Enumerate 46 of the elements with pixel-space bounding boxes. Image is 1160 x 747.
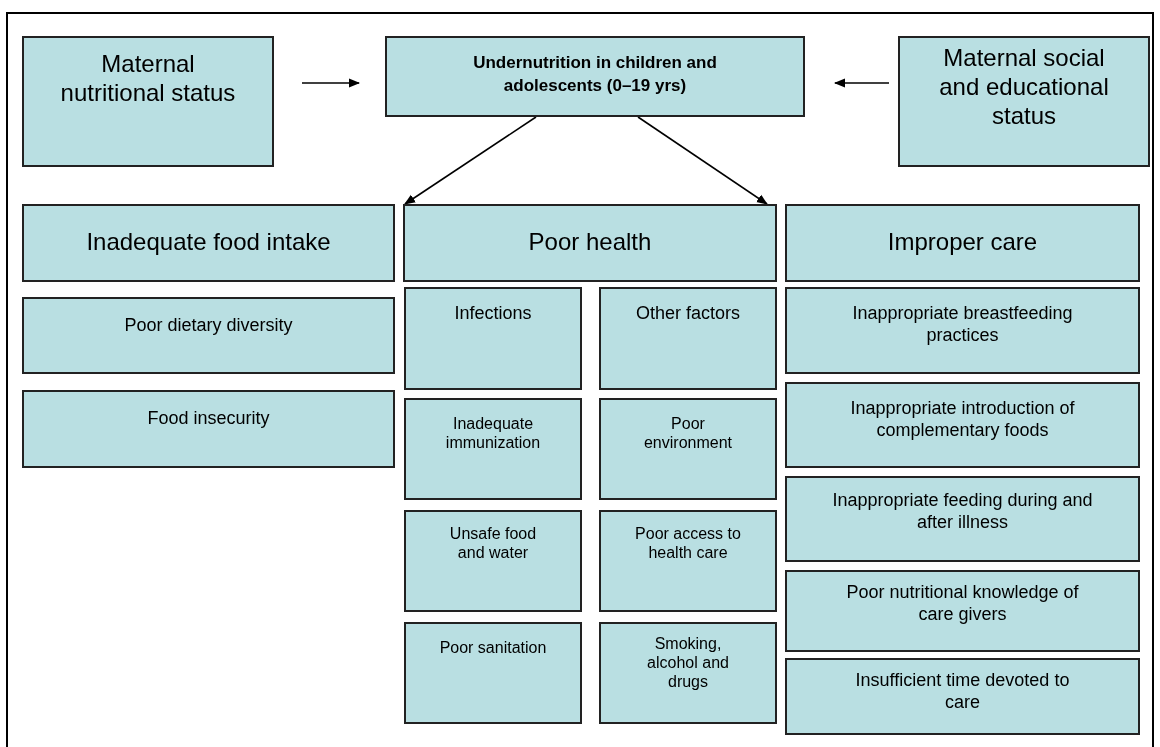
factor-box <box>785 658 1140 735</box>
factor-box <box>785 382 1140 468</box>
node-label: Poor dietary diversity <box>123 315 294 337</box>
factor-box <box>404 398 582 500</box>
node-label: Poor health <box>527 228 653 257</box>
node-label: Maternal social and educational status <box>938 44 1110 131</box>
factor-box <box>404 510 582 612</box>
factor-box <box>22 204 395 282</box>
node-label: Improper care <box>886 228 1039 257</box>
factor-box <box>22 36 274 167</box>
node-label: Insufficient time devoted to care <box>854 670 1071 714</box>
node-label: Inappropriate feeding during and after illness <box>832 490 1093 534</box>
node-label: Inadequate food intake <box>85 228 332 257</box>
node-label: Poor nutritional knowledge of care givers <box>845 582 1080 626</box>
arrow <box>301 78 361 88</box>
node-label: Maternal nutritional status <box>59 50 237 108</box>
node-label: Smoking, alcohol and drugs <box>646 634 730 692</box>
factor-box <box>599 398 777 500</box>
arrow <box>833 78 890 88</box>
factor-box <box>599 622 777 724</box>
factor-box <box>22 390 395 468</box>
factor-box <box>785 287 1140 374</box>
central-box <box>385 36 805 117</box>
node-label: Poor environment <box>642 414 733 453</box>
arrow <box>404 116 537 205</box>
factor-box <box>599 510 777 612</box>
factor-box <box>785 476 1140 562</box>
node-label: Inadequate immunization <box>444 414 542 453</box>
node-label: Infections <box>453 303 533 325</box>
node-label: Food insecurity <box>146 408 271 430</box>
node-label: Poor sanitation <box>438 638 548 658</box>
factor-box <box>599 287 777 390</box>
factor-box <box>403 204 777 282</box>
arrow <box>637 116 768 205</box>
node-label: Inappropriate breastfeeding practices <box>851 303 1074 347</box>
node-label: Other factors <box>634 303 741 325</box>
node-label: Poor access to health care <box>634 524 742 563</box>
node-label: Undernutrition in children and adolescents (0–19 yrs) <box>472 52 718 97</box>
factor-box <box>22 297 395 374</box>
node-label: Unsafe food and water <box>448 524 538 563</box>
factor-box <box>404 287 582 390</box>
factor-box <box>404 622 582 724</box>
factor-box <box>785 204 1140 282</box>
factor-box <box>785 570 1140 652</box>
factor-box <box>898 36 1150 167</box>
node-label: Inappropriate introduction of complementary foods <box>849 398 1076 442</box>
